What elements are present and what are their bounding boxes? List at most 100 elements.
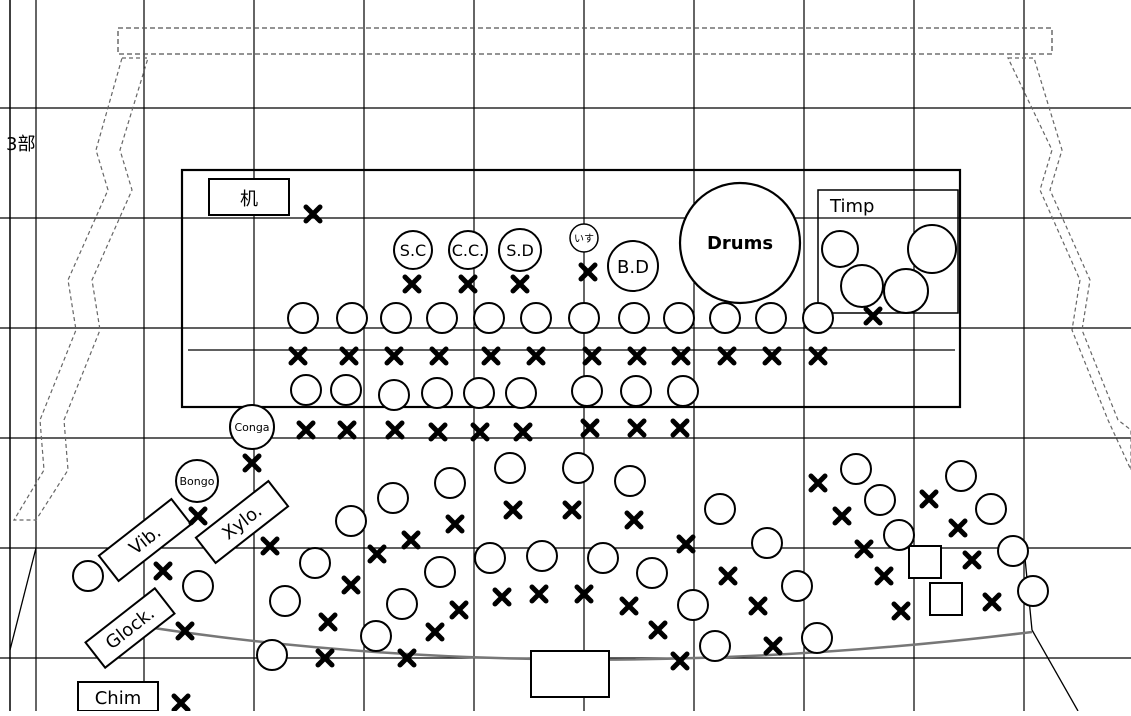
music-stand-mark [513,422,533,442]
player-chair [424,556,456,588]
timpani-label: Timp [829,196,874,217]
player-chair [704,493,736,525]
music-stand-mark [242,453,262,473]
player-chair [840,453,872,485]
player-chair [474,542,506,574]
music-stand-mark [260,536,280,556]
player-chair [571,375,603,407]
music-stand-mark [529,584,549,604]
timpani-drum [883,268,929,314]
music-stand-mark [510,274,530,294]
timpani-drum [840,264,884,308]
drum-kit [678,181,802,305]
music-stand-mark [470,422,490,442]
music-stand-mark [619,596,639,616]
player-chair [562,452,594,484]
music-stand-mark [582,346,602,366]
player-chair [378,379,410,411]
player-chair [377,482,409,514]
player-chair [494,452,526,484]
square-stand [908,545,942,579]
music-stand-mark [458,274,478,294]
stands-layer [153,204,1002,713]
dashed-reflector-right [1007,57,1131,471]
bass-drum [607,240,659,292]
player-chair [864,484,896,516]
music-stand-mark [670,651,690,671]
music-stand-mark [303,204,323,224]
glockenspiel-body [84,586,176,670]
music-stand-mark [429,346,449,366]
timpani-drum [821,230,859,268]
player-chair [975,493,1007,525]
music-stand-mark [832,506,852,526]
music-stand-mark [397,648,417,668]
music-stand-mark [288,346,308,366]
player-chair [299,547,331,579]
music-stand-mark [891,601,911,621]
player-chair [463,377,495,409]
cc-label: C.C. [452,241,485,260]
conga-label: Conga [234,421,269,434]
conga [229,404,275,450]
music-stand-mark [526,346,546,366]
music-stand-mark [337,420,357,440]
music-stand-mark [385,420,405,440]
player-chair [426,302,458,334]
chimes-label: Chim [95,688,142,709]
music-stand-mark [676,534,696,554]
dashed-reflector-top [117,27,1053,55]
music-stand-mark [808,346,828,366]
player-chair [755,302,787,334]
player-chair [587,542,619,574]
bass-drum-label: B.D [617,257,649,278]
music-stand-mark [296,420,316,440]
player-chair [434,467,466,499]
music-stand-mark [648,620,668,640]
player-chair [526,540,558,572]
player-chair [520,302,552,334]
music-stand-mark [503,500,523,520]
music-stand-mark [982,592,1002,612]
music-stand-mark [580,418,600,438]
player-chair [269,585,301,617]
stage-edge-left [9,547,37,651]
bongo-label: Bongo [180,475,215,488]
music-stand-mark [762,346,782,366]
music-stand-mark [718,566,738,586]
desk-box [208,178,290,216]
player-chair [699,630,731,662]
vibraphone: Vib. [97,497,193,583]
chair-label: いす [574,233,594,245]
dashed-reflector-left [12,57,149,521]
sd-label: S.D [506,241,534,260]
player-chair [620,375,652,407]
player-chair [182,570,214,602]
music-stand-mark [578,262,598,282]
music-stand-mark [574,584,594,604]
music-stand-mark [341,575,361,595]
player-chair [614,465,646,497]
music-stand-mark [492,587,512,607]
stage-edge-right-low [1031,629,1079,712]
square-stand [929,582,963,616]
player-chair [751,527,783,559]
music-stand-mark [339,346,359,366]
player-chair [677,589,709,621]
music-stand-mark [919,489,939,509]
player-chair [801,622,833,654]
player-chair [636,557,668,589]
music-stand-mark [874,566,894,586]
sc-label: S.C [400,241,426,260]
player-chair [1017,575,1049,607]
player-chair [336,302,368,334]
music-stand-mark [367,544,387,564]
music-stand-mark [402,274,422,294]
conductor-podium [530,650,610,698]
crash-cymbal [448,230,488,270]
music-stand-mark [401,530,421,550]
music-stand-mark [627,346,647,366]
music-stand-mark [670,418,690,438]
music-stand-mark [854,539,874,559]
